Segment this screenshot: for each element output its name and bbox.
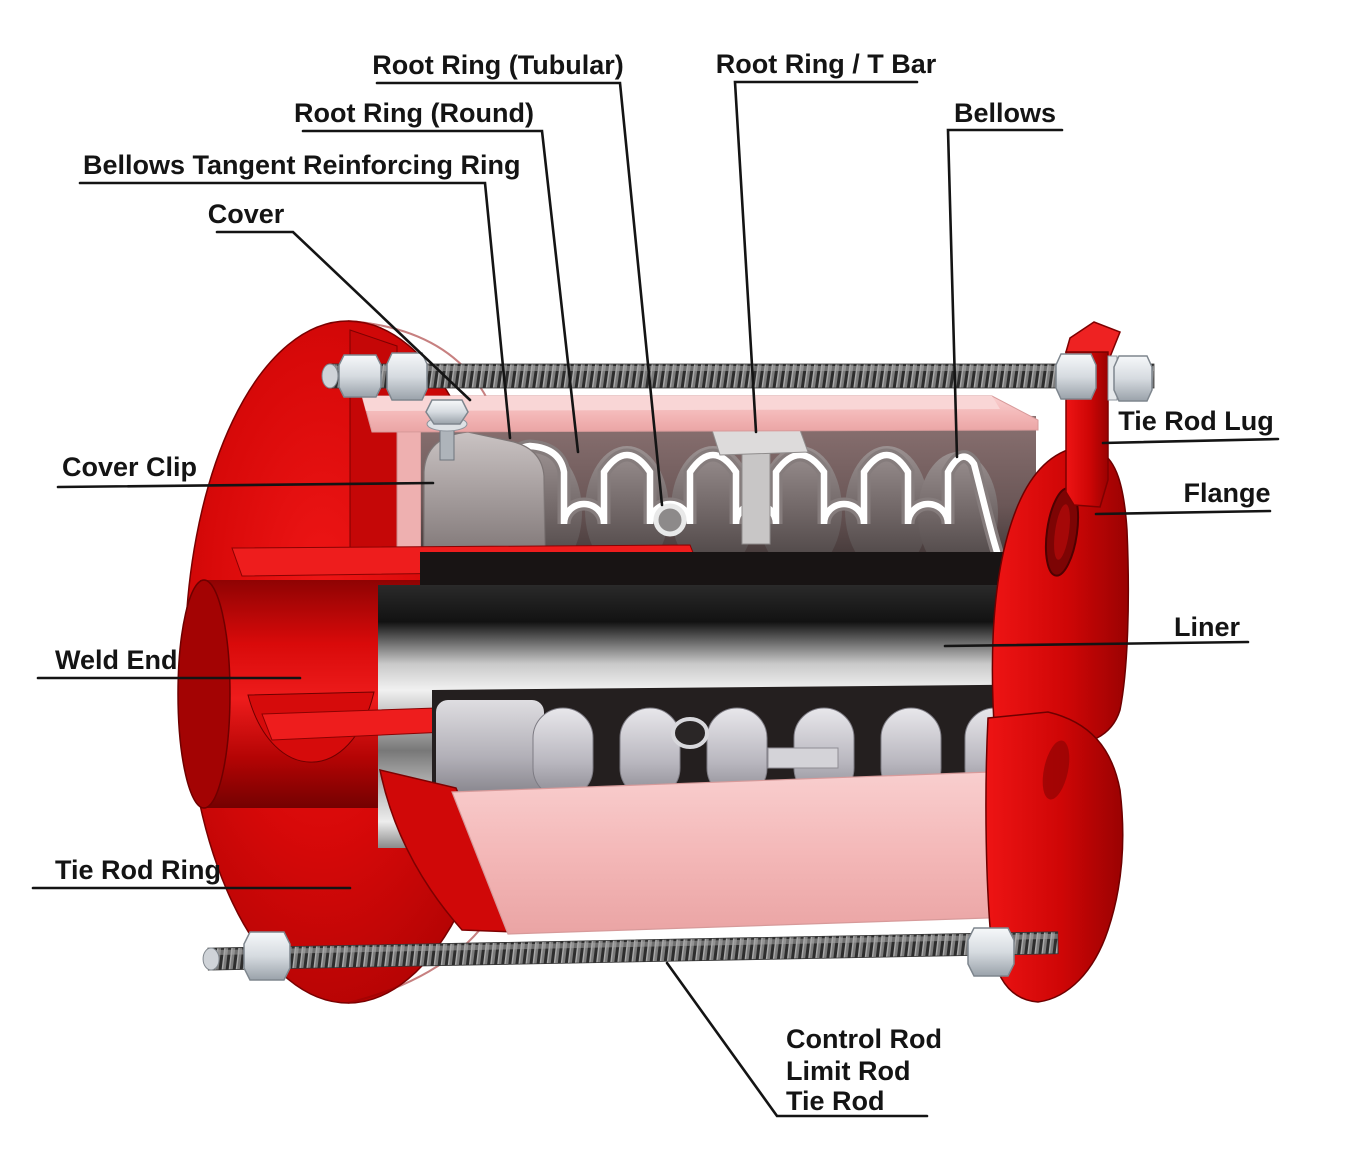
leader-bellows bbox=[946, 128, 1064, 459]
leader-flange bbox=[1094, 509, 1272, 516]
label-control-rod: Control Rod bbox=[786, 1024, 942, 1054]
cover-clip-bolt bbox=[425, 399, 469, 461]
label-tie-rod-lug: Tie Rod Lug bbox=[1118, 406, 1274, 436]
hex-nut-bottom bbox=[243, 927, 1015, 981]
leader-root-ring-tubular bbox=[375, 81, 664, 507]
label-cover: Cover bbox=[208, 199, 285, 229]
label-liner: Liner bbox=[1174, 612, 1241, 642]
label-root-ring-tubular: Root Ring (Tubular) bbox=[372, 50, 623, 80]
annotations: Root Ring (Tubular) Root Ring (Round) Be… bbox=[31, 49, 1280, 1118]
leader-root-ring-t-bar bbox=[733, 80, 919, 434]
label-bellows-tangent-reinforcing-ring: Bellows Tangent Reinforcing Ring bbox=[83, 150, 521, 180]
bellows-tangent-reinforcing-ring bbox=[423, 431, 546, 561]
cover-side-wall bbox=[396, 409, 422, 569]
flange-lower bbox=[985, 711, 1124, 1003]
flange-upper bbox=[991, 446, 1130, 749]
leader-cover-clip bbox=[56, 481, 435, 489]
label-limit-rod: Limit Rod bbox=[786, 1056, 910, 1086]
label-weld-end: Weld End bbox=[55, 645, 178, 675]
root-ring-tubular-part bbox=[653, 503, 687, 537]
leader-root-ring-round bbox=[301, 129, 580, 454]
tie-rod-top bbox=[321, 363, 1155, 389]
label-flange: Flange bbox=[1183, 478, 1270, 508]
leader-cover bbox=[215, 230, 472, 402]
tie-rod-bottom bbox=[202, 931, 1059, 971]
label-cover-clip: Cover Clip bbox=[62, 452, 197, 482]
leader-liner bbox=[943, 640, 1250, 648]
leader-control-rod-group bbox=[665, 961, 929, 1118]
label-root-ring-t-bar: Root Ring / T Bar bbox=[716, 49, 937, 79]
cover-lower-angle bbox=[379, 768, 516, 933]
cover-top-sheet bbox=[361, 395, 1039, 433]
label-root-ring-round: Root Ring (Round) bbox=[294, 98, 534, 128]
label-bellows: Bellows bbox=[954, 98, 1056, 128]
leader-tie-rod-lug bbox=[1101, 437, 1280, 445]
cover-lower-sheet bbox=[451, 769, 1047, 935]
label-tie-rod-ring: Tie Rod Ring bbox=[55, 855, 221, 885]
leader-bellows-tangent-reinforcing-ring bbox=[78, 181, 512, 440]
label-tie-rod: Tie Rod bbox=[786, 1086, 885, 1116]
